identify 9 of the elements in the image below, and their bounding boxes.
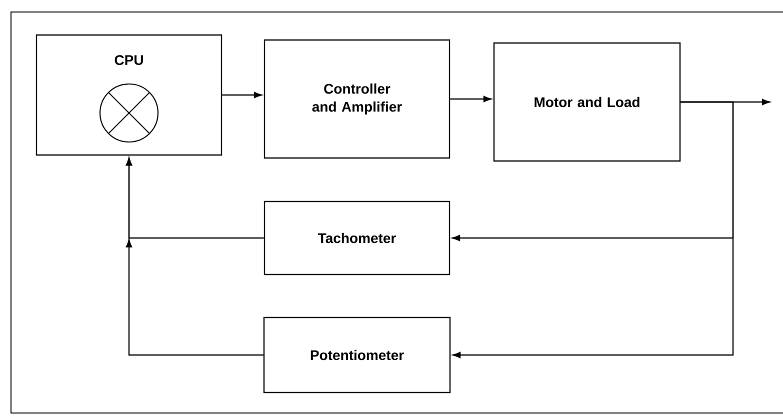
block-box: CPU <box>36 34 222 156</box>
block-box: Potentiometer <box>263 316 451 394</box>
arrow <box>450 96 492 102</box>
arrow <box>222 92 262 98</box>
block-box: Controller and Amplifier <box>264 39 450 159</box>
arrow <box>452 101 734 358</box>
block-box: Tachometer <box>264 200 450 276</box>
arrow <box>126 158 264 356</box>
block-box: Motor and Load <box>493 42 681 162</box>
